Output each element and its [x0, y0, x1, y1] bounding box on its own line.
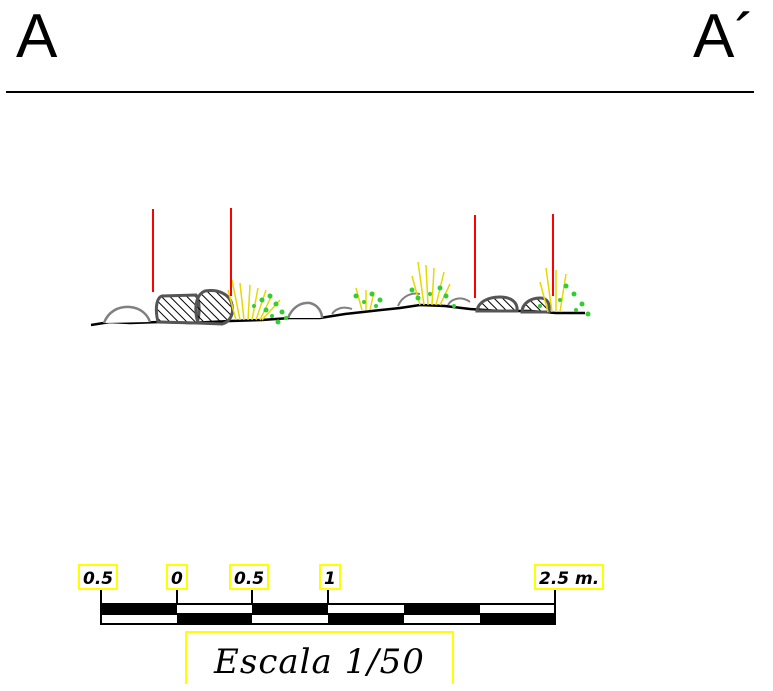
rock [447, 297, 471, 306]
rock [397, 292, 421, 307]
scale-title: Escala 1/50 [185, 631, 454, 684]
scale-bar-graphic [100, 590, 556, 625]
hatched-stone [154, 293, 201, 325]
scale-tick-label: 0.5 [78, 564, 119, 590]
scale-tick-label: 0 [166, 564, 188, 590]
rock [331, 306, 353, 315]
hatched-stone [520, 296, 551, 314]
grass-tuft [539, 267, 567, 313]
scale-tick-label: 1 [319, 564, 341, 590]
red-markers [152, 208, 554, 298]
scale-tick-label: 0.5 [229, 564, 270, 590]
shrub [252, 293, 288, 325]
scale-tick-label: 2.5 m. [534, 564, 605, 590]
title-rule [6, 91, 754, 93]
rock [102, 305, 152, 324]
rock [286, 301, 324, 319]
grass-tuft [227, 279, 281, 321]
shrub [409, 285, 456, 308]
hatched-stone [475, 295, 519, 313]
section-label-a-prime: A´ [693, 2, 755, 71]
shrub [538, 283, 591, 317]
section-label-a: A [16, 2, 58, 71]
shrub [353, 291, 383, 308]
grass-tuft [355, 287, 375, 311]
hatched-stone [194, 289, 234, 326]
